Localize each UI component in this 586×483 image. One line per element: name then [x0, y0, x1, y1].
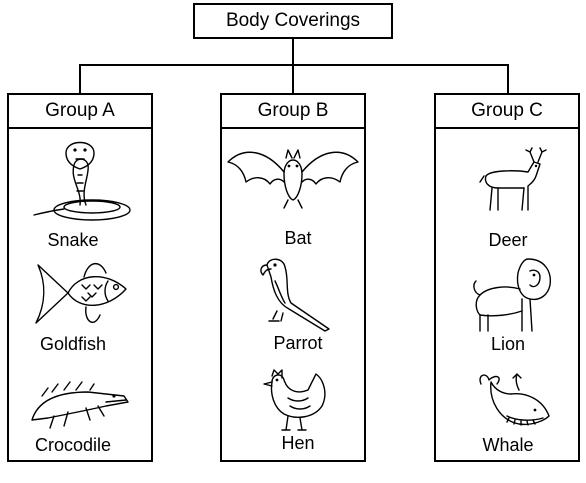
hen-icon	[263, 369, 326, 431]
diagram-title: Body Coverings	[193, 3, 393, 39]
animal-label-deer: Deer	[488, 230, 528, 250]
crocodile-icon	[31, 381, 129, 429]
animal-label-crocodile: Crocodile	[34, 435, 112, 455]
connector-stem	[292, 39, 294, 65]
animal-label-hen: Hen	[281, 433, 315, 453]
group-b-panel	[220, 127, 366, 462]
animal-label-whale: Whale	[482, 435, 534, 455]
connector-drop-c	[507, 64, 509, 94]
animal-label-bat: Bat	[284, 228, 312, 248]
connector-drop-a	[79, 64, 81, 94]
whale-icon	[479, 373, 550, 426]
animal-label-snake: Snake	[47, 230, 99, 250]
connector-drop-b	[292, 64, 294, 94]
snake-icon	[33, 141, 131, 221]
connector-horizontal	[79, 64, 509, 66]
group-b-header: Group B	[220, 93, 366, 129]
animal-label-lion: Lion	[490, 334, 526, 354]
parrot-icon	[260, 258, 330, 332]
animal-label-parrot: Parrot	[273, 333, 323, 353]
lion-icon	[473, 258, 551, 332]
group-c-header: Group C	[434, 93, 580, 129]
deer-icon	[479, 147, 547, 211]
bat-icon	[227, 149, 359, 209]
animal-label-goldfish: Goldfish	[39, 334, 107, 354]
group-c-panel	[434, 127, 580, 462]
group-a-header: Group A	[7, 93, 153, 129]
goldfish-icon	[35, 263, 127, 324]
